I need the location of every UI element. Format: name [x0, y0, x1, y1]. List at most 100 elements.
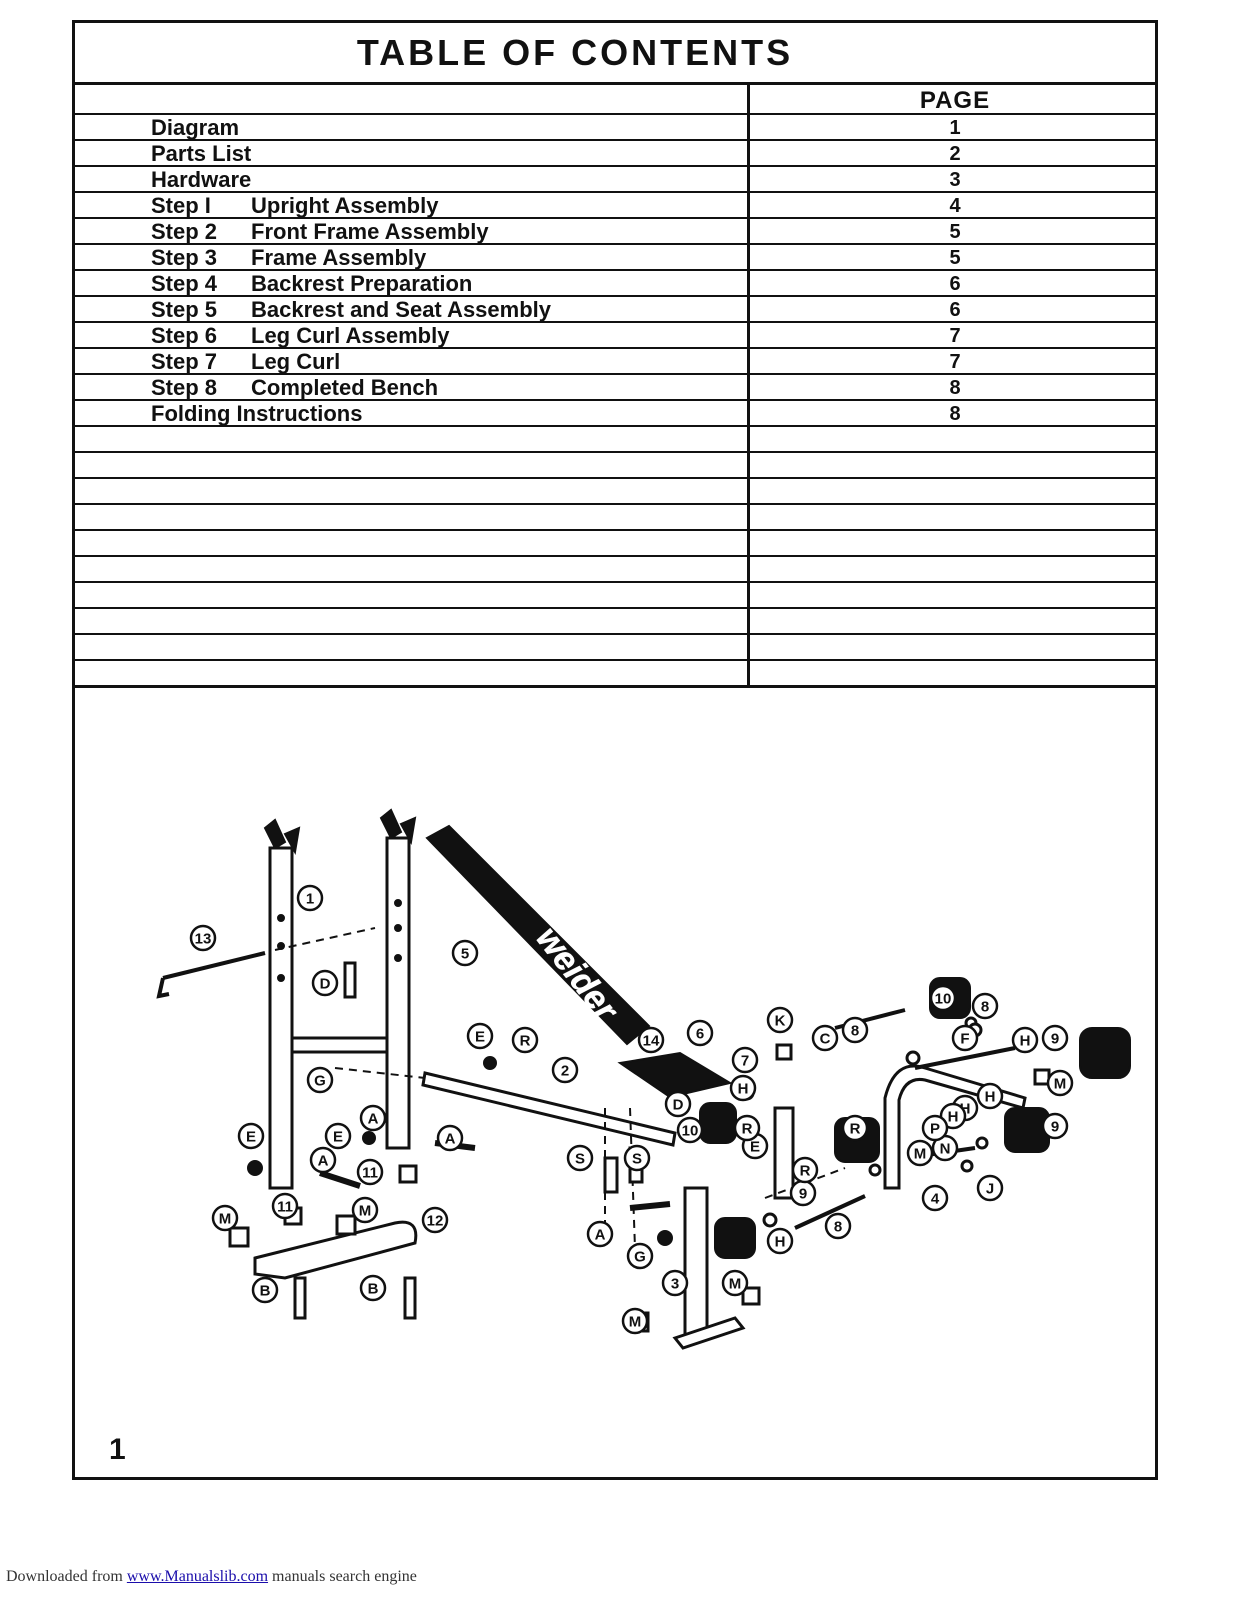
toc-page-number: 5	[949, 247, 961, 269]
callout-label: E	[475, 1029, 485, 1046]
callout-label: M	[729, 1276, 742, 1293]
callout-label: H	[738, 1081, 749, 1098]
part-callout: 12	[421, 1206, 449, 1234]
part-callout: E	[324, 1122, 352, 1150]
part-callout: 9	[1041, 1112, 1069, 1140]
manualslib-link[interactable]: www.Manualslib.com	[126, 1568, 269, 1585]
toc-entry-text: Frame Assembly	[251, 245, 427, 270]
callout-circle	[586, 1220, 614, 1248]
callout-label: J	[986, 1181, 994, 1198]
toc-step-number: Step I	[151, 193, 211, 218]
main-frame-rail	[334, 1067, 677, 1147]
part-callout: 4	[921, 1184, 949, 1212]
toc-page-number: 8	[949, 403, 961, 425]
callout-label: G	[314, 1073, 326, 1090]
callout-circle	[811, 1024, 839, 1052]
part-callout: H	[976, 1082, 1004, 1110]
toc-entry-label: Parts List	[151, 142, 251, 166]
part-callout: D	[311, 969, 339, 997]
callout-circle	[551, 1056, 579, 1084]
part-callout: 8	[824, 1212, 852, 1240]
part-callout: R	[733, 1114, 761, 1142]
callout-circle	[921, 1114, 949, 1142]
callout-label: S	[575, 1151, 585, 1168]
toc-entry-text: Leg Curl	[251, 349, 341, 374]
part-callout: H	[766, 1227, 794, 1255]
callout-circle	[766, 1006, 794, 1034]
callout-label: D	[320, 976, 331, 993]
part-callout: 1	[296, 884, 324, 912]
callout-label: R	[520, 1033, 531, 1050]
rear-leg	[672, 1186, 746, 1350]
callout-label: M	[359, 1203, 372, 1220]
callout-label: 10	[935, 991, 952, 1008]
callout-label: 2	[561, 1063, 569, 1080]
part-callout: 5	[451, 939, 479, 967]
part-callout: J	[976, 1174, 1004, 1202]
callout-label: M	[629, 1314, 642, 1331]
toc-entry-text: Leg Curl Assembly	[251, 323, 450, 348]
callout-circle	[721, 1269, 749, 1297]
callout-circle	[324, 1122, 352, 1150]
callout-circle	[421, 1206, 449, 1234]
toc-page-number: 7	[949, 325, 961, 347]
part-callout: F	[951, 1024, 979, 1052]
toc-entry-text: Upright Assembly	[251, 193, 439, 218]
part-callout: M	[211, 1204, 239, 1232]
toc-entry-text: Completed Bench	[251, 375, 439, 400]
callout-circle	[824, 1212, 852, 1240]
part-callout: M	[906, 1139, 934, 1167]
callout-circle	[841, 1016, 869, 1044]
toc-entry-label: Step 8 Completed Bench	[151, 376, 438, 400]
callout-circle	[664, 1090, 692, 1118]
callout-label: 8	[834, 1219, 842, 1236]
callout-circle	[731, 1046, 759, 1074]
callout-circle	[306, 1066, 334, 1094]
callout-label: F	[960, 1031, 969, 1048]
exploded-diagram-area: weider	[75, 685, 1155, 1477]
callout-label: 9	[1051, 1119, 1059, 1136]
upright-frame	[263, 808, 417, 1190]
part-callout: S	[566, 1144, 594, 1172]
callout-circle	[841, 1114, 869, 1142]
part-callout: M	[351, 1196, 379, 1224]
part-callout: M	[621, 1307, 649, 1335]
page-title: TABLE OF CONTENTS	[356, 31, 794, 73]
callout-circle	[189, 924, 217, 952]
part-callout: A	[586, 1220, 614, 1248]
part-callout: A	[436, 1124, 464, 1152]
callout-circle	[251, 1276, 279, 1304]
callout-label: R	[742, 1121, 753, 1138]
toc-entry-label: Diagram	[151, 116, 239, 140]
part-callout: 8	[841, 1016, 869, 1044]
part-callout: A	[359, 1104, 387, 1132]
toc-page-number: 4	[949, 195, 961, 217]
callout-circle	[971, 992, 999, 1020]
toc-entry-text: Front Frame Assembly	[251, 219, 489, 244]
toc-row: Step I Upright Assembly 4	[75, 193, 1155, 219]
callout-circle	[906, 1139, 934, 1167]
toc-entry-text: Diagram	[151, 115, 240, 140]
callout-label: C	[820, 1031, 831, 1048]
toc-empty-row	[75, 583, 1155, 609]
callout-circle	[733, 1114, 761, 1142]
callout-label: A	[445, 1131, 456, 1148]
callout-circle	[623, 1144, 651, 1172]
callout-circle	[929, 984, 957, 1012]
callout-label: E	[333, 1129, 343, 1146]
toc-page-number: 6	[949, 273, 961, 295]
toc-page-number: 6	[949, 299, 961, 321]
part-callout: 6	[686, 1019, 714, 1047]
toc-step-number: Step 8	[151, 375, 218, 400]
toc-row: Folding Instructions 8	[75, 401, 1155, 427]
toc-entry-label: Folding Instructions	[151, 402, 362, 426]
